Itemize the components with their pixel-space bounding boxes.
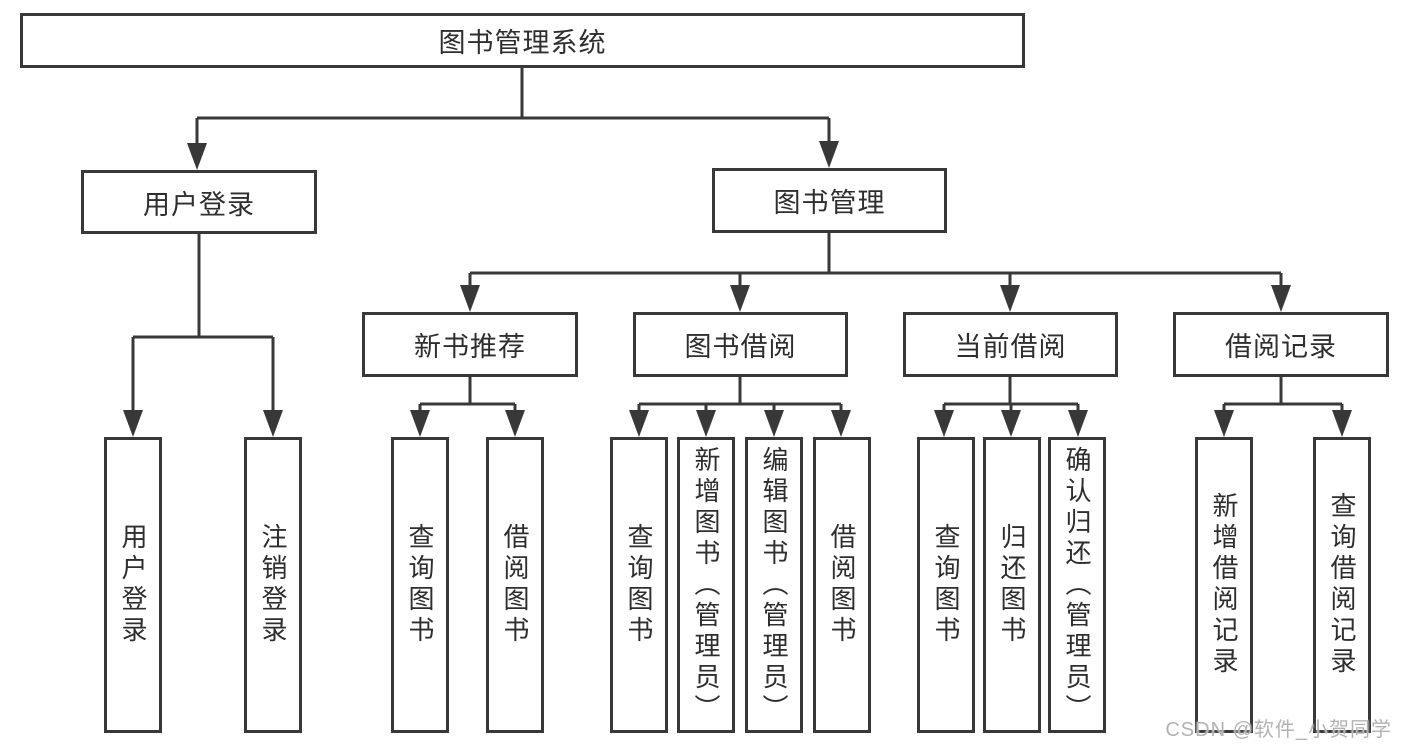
arrow-icon <box>819 141 839 168</box>
node-current-borrow: 当前借阅 <box>903 312 1118 377</box>
node-book-management-branch: 图书管理 <box>712 168 947 233</box>
arrow-icon <box>263 410 283 437</box>
leaf-user-login: 用户登录 <box>104 437 162 733</box>
arrow-icon <box>1214 410 1234 437</box>
arrow-icon <box>187 143 207 170</box>
leaf-confirm-return-admin: 确认归还（管理员） <box>1048 437 1106 733</box>
node-user-login-branch: 用户登录 <box>81 170 317 234</box>
arrow-icon <box>831 410 851 437</box>
leaf-return-books: 归还图书 <box>983 437 1041 733</box>
arrow-icon <box>764 410 784 437</box>
node-root: 图书管理系统 <box>20 13 1025 68</box>
leaf-borrow-books-1: 借阅图书 <box>486 437 544 733</box>
arrow-icon <box>1001 410 1021 437</box>
node-new-book-recommend: 新书推荐 <box>362 312 578 377</box>
arrow-icon <box>1271 285 1291 312</box>
leaf-query-books-2: 查询图书 <box>610 437 668 733</box>
csdn-watermark: CSDN @软件_小贺同学 <box>1165 719 1392 741</box>
arrow-icon <box>730 285 750 312</box>
leaf-logout: 注销登录 <box>244 437 302 733</box>
arrow-icon <box>1000 285 1020 312</box>
arrow-icon <box>1332 410 1352 437</box>
node-borrow-records: 借阅记录 <box>1173 312 1389 377</box>
arrow-icon <box>934 410 954 437</box>
leaf-add-borrow-record: 新增借阅记录 <box>1195 437 1253 733</box>
arrow-icon <box>410 410 430 437</box>
leaf-add-books-admin: 新增图书（管理员） <box>677 437 735 733</box>
arrowheads <box>123 141 1352 437</box>
leaf-query-books-3: 查询图书 <box>917 437 975 733</box>
leaf-query-books-1: 查询图书 <box>391 437 449 733</box>
leaf-borrow-books-2: 借阅图书 <box>813 437 871 733</box>
arrow-icon <box>696 410 716 437</box>
arrow-icon <box>629 410 649 437</box>
arrow-icon <box>460 285 480 312</box>
arrow-icon <box>1068 410 1088 437</box>
leaf-edit-books-admin: 编辑图书（管理员） <box>745 437 803 733</box>
leaf-query-borrow-record: 查询借阅记录 <box>1313 437 1371 733</box>
arrow-icon <box>123 410 143 437</box>
arrow-icon <box>505 410 525 437</box>
node-book-borrow: 图书借阅 <box>633 312 848 377</box>
